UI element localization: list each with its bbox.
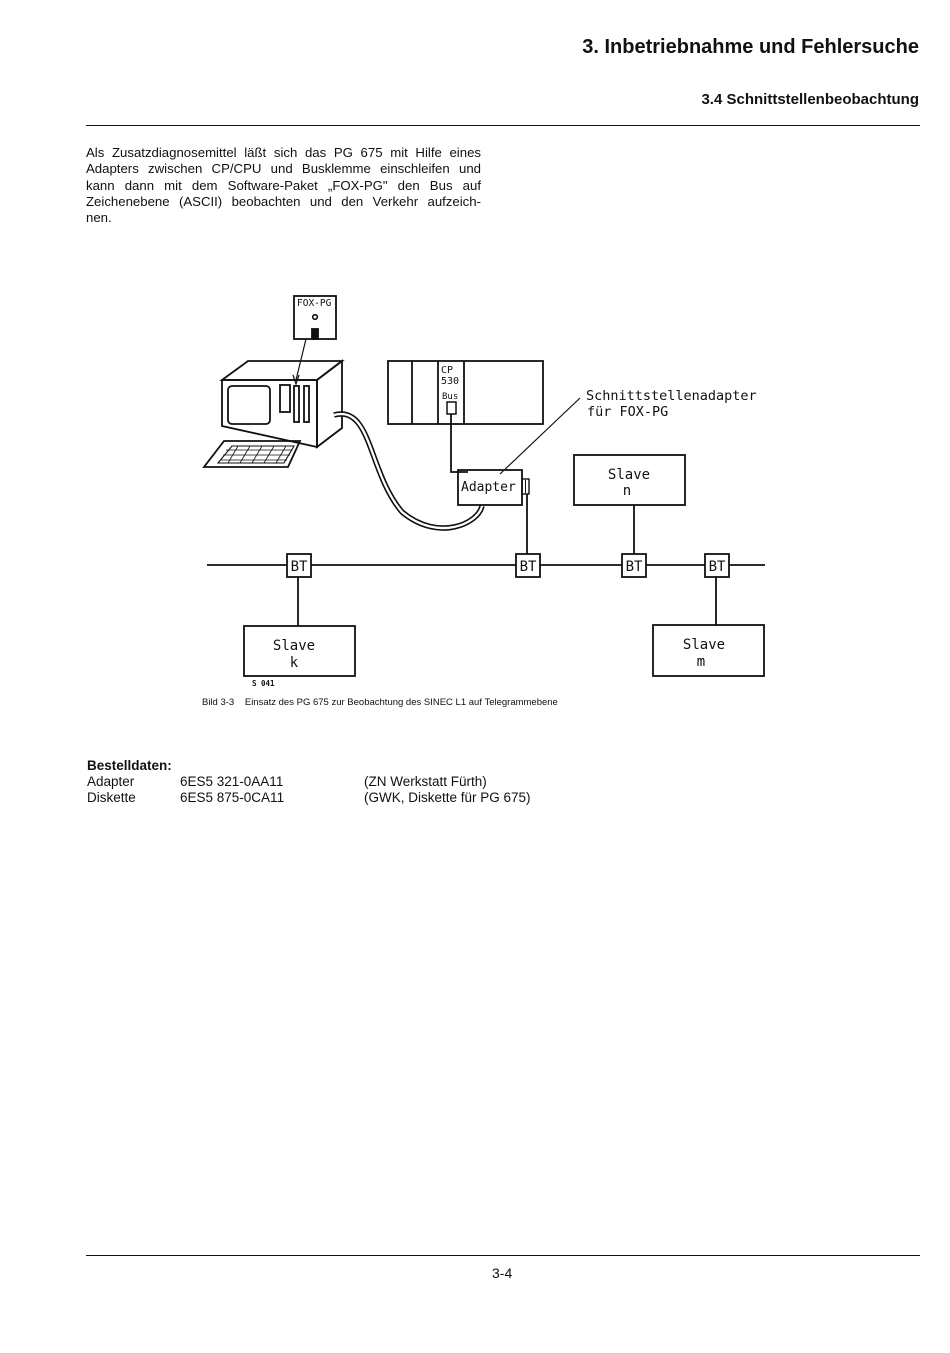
slave-m-box: Slave m <box>652 624 765 677</box>
cp-label: 530 <box>441 376 459 387</box>
svg-text:BT: BT <box>709 559 726 575</box>
bus-label: Bus <box>442 392 458 402</box>
order-title: Bestelldaten: <box>87 758 172 773</box>
order-row: Adapter 6ES5 321-0AA11 (ZN Werkstatt Für… <box>87 774 567 790</box>
cp-label: CP <box>441 365 453 376</box>
adapter-box: Adapter <box>457 469 530 506</box>
svg-text:BT: BT <box>626 559 643 575</box>
figure-code: S 041 <box>252 679 275 688</box>
slave-m-label: m <box>697 654 705 670</box>
order-item: Diskette <box>87 790 136 805</box>
order-row: Diskette 6ES5 875-0CA11 (GWK, Diskette f… <box>87 790 567 806</box>
slave-label: Slave <box>273 638 315 654</box>
insert-arrowhead <box>292 374 300 386</box>
intro-line: nen. <box>86 210 112 226</box>
bus-cable <box>450 414 468 473</box>
chapter-title: 3. Inbetriebnahme und Fehlersuche <box>582 36 919 58</box>
computer-icon <box>202 359 345 468</box>
figure-caption: Bild 3-3 Einsatz des PG 675 zur Beobacht… <box>202 697 558 708</box>
order-number: 6ES5 321-0AA11 <box>180 774 284 789</box>
order-note: (ZN Werkstatt Fürth) <box>364 774 487 789</box>
header-rule <box>86 125 920 126</box>
slave-n-box: Slave n <box>573 454 686 506</box>
intro-paragraph: Als Zusatzdiagnosemittel läßt sich das P… <box>86 145 481 226</box>
network-diagram: FOX-PG CP 530 Bus Adapter Schni <box>202 295 765 688</box>
slave-n-label: n <box>623 483 631 499</box>
section-title: 3.4 Schnittstellenbeobachtung <box>701 91 919 108</box>
intro-line: Zeichenebene (ASCII) beobachten und den … <box>86 193 481 209</box>
intro-line: Adapters zwischen CP/CPU und Busklemme e… <box>86 161 481 177</box>
page-number: 3-4 <box>492 1265 513 1281</box>
bus-terminal: BT <box>621 553 647 578</box>
slave-k-label: k <box>290 655 299 671</box>
adapter-label: Adapter <box>461 480 516 495</box>
diskette-label: FOX-PG <box>297 298 332 309</box>
caption-number: Bild 3-3 <box>202 697 235 708</box>
pg-cable-inner <box>333 412 484 530</box>
footer-rule <box>86 1255 920 1256</box>
bus-terminal: BT <box>515 553 541 578</box>
slave-k-box: Slave k <box>243 625 356 677</box>
caption-text: Einsatz des PG 675 zur Beobachtung des S… <box>244 697 558 708</box>
slave-label: Slave <box>608 467 650 483</box>
order-number: 6ES5 875-0CA11 <box>180 790 285 805</box>
insert-line <box>295 338 307 381</box>
svg-text:BT: BT <box>520 559 537 575</box>
callout-leader <box>499 397 581 475</box>
bus-terminal: BT <box>286 553 312 578</box>
cp-rack: CP 530 Bus <box>387 360 544 425</box>
diskette-icon: FOX-PG <box>293 295 337 340</box>
bus-terminal: BT <box>704 553 730 578</box>
intro-line: Als Zusatzdiagnosemittel läßt sich das P… <box>86 145 481 160</box>
intro-line: kann dann mit dem Software-Paket „FOX-PG… <box>86 177 481 193</box>
pg-cable <box>333 411 485 531</box>
bus-connector <box>446 401 457 415</box>
svg-text:BT: BT <box>291 559 308 575</box>
callout-label: für FOX-PG <box>587 404 668 420</box>
order-item: Adapter <box>87 774 135 789</box>
callout-label: Schnittstellenadapter <box>586 388 757 404</box>
slave-label: Slave <box>683 637 725 653</box>
order-data: Bestelldaten: Adapter 6ES5 321-0AA11 (ZN… <box>87 758 567 806</box>
order-note: (GWK, Diskette für PG 675) <box>364 790 531 805</box>
